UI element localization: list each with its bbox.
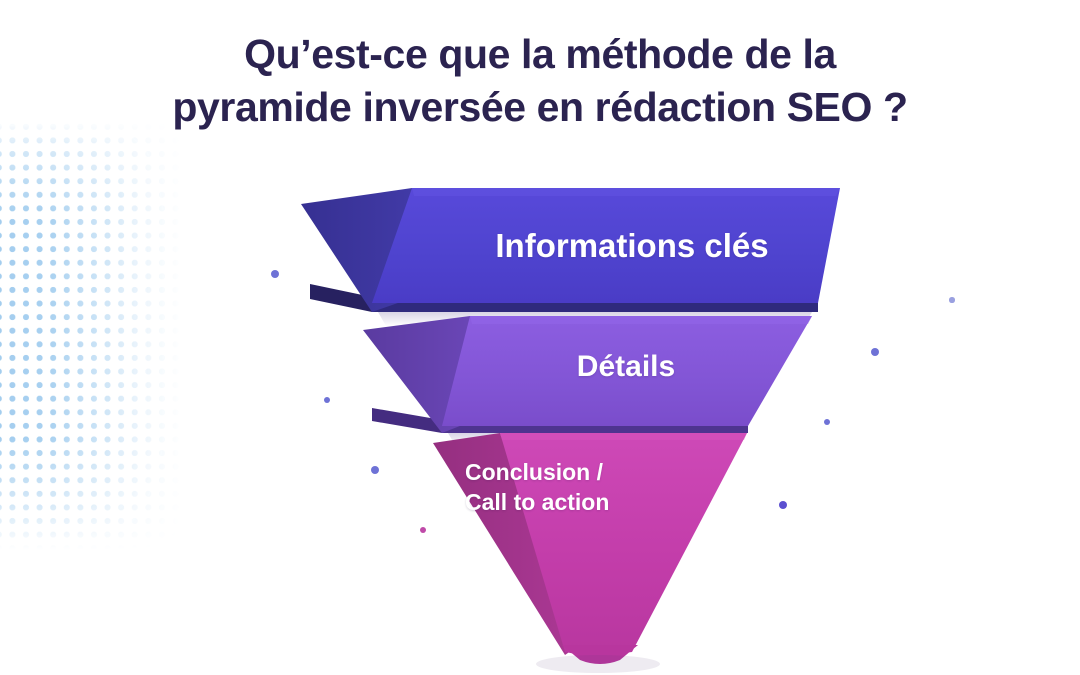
tier-2-front-face bbox=[442, 316, 812, 426]
tier-1-top-highlight bbox=[412, 188, 840, 196]
tier-1-front-face bbox=[372, 188, 840, 303]
tier-3-bottom-tip bbox=[562, 645, 638, 664]
tier-3-side-face bbox=[433, 433, 575, 655]
tier-2-side-face bbox=[363, 316, 470, 433]
page-title: Qu’est-ce que la méthode de la pyramide … bbox=[172, 31, 908, 130]
tier-2-bottom-edge-left bbox=[372, 408, 442, 433]
tier-3-top-highlight bbox=[500, 433, 747, 440]
tier-3-front-face bbox=[500, 433, 747, 657]
funnel-ground-shadow bbox=[536, 655, 660, 673]
tier-2-top-highlight bbox=[470, 316, 812, 324]
tier-1-bottom-edge-left bbox=[310, 284, 372, 312]
